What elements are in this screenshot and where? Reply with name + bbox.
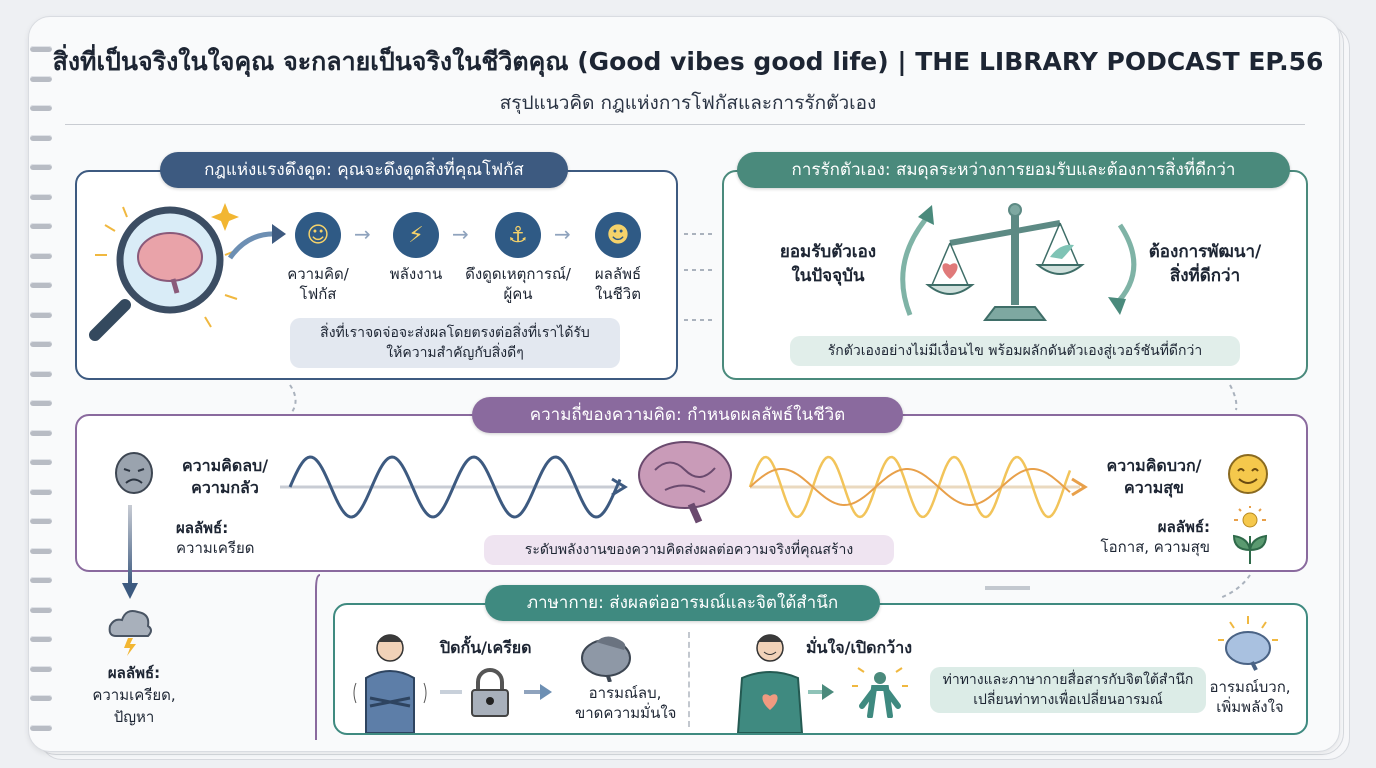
attraction-heading: กฎแห่งแรงดึงดูด: คุณจะดึงดูดสิ่งที่คุณโฟ… [160, 152, 568, 188]
spiral-ring [30, 223, 52, 229]
glowing-brain-icon [1218, 616, 1278, 671]
arrow-icon: → [354, 222, 371, 246]
spiral-ring [30, 429, 52, 436]
spiral-ring [30, 695, 52, 701]
balance-scale-icon [900, 203, 1137, 321]
magnifier-brain-icon [89, 203, 239, 341]
body-language-heading: ภาษากาย: ส่งผลต่ออารมณ์และจิตใต้สำนึก [485, 585, 880, 621]
brain-icon [638, 441, 732, 524]
spiral-ring [30, 636, 52, 642]
spiral-ring [30, 252, 52, 259]
positive-wave-soft [749, 468, 1071, 507]
attraction-note: สิ่งที่เราจดจ่อจะส่งผลโดยตรงต่อสิ่งที่เร… [290, 318, 620, 368]
frequency-waves [280, 455, 1088, 519]
spiral-ring [30, 341, 52, 347]
spiral-ring [30, 370, 52, 377]
spiral-ring [30, 724, 52, 731]
stressed-brain-icon [581, 636, 631, 682]
spiral-ring [30, 134, 52, 141]
closed-label: ปิดกั้น/เครียด [440, 638, 532, 657]
wave-arrowhead [1071, 477, 1088, 497]
spiral-ring [30, 400, 52, 406]
frequency-heading: ความถี่ของความคิด: กำหนดผลลัพธ์ในชีวิต [472, 397, 903, 433]
step-label: ดึงดูดเหตุการณ์/ผู้คน [465, 265, 571, 303]
arrow-icon: → [554, 222, 571, 246]
confident-figure-icon [808, 667, 908, 718]
attraction-note-line2: ให้ความสำคัญกับสิ่งดีๆ [386, 345, 524, 361]
anchor-icon: ⚓ [495, 212, 541, 258]
stress-result-label: ผลลัพธ์:ความเครียด,ปัญหา [92, 664, 176, 726]
open-result-label: อารมณ์บวก,เพิ่มพลังใจ [1209, 678, 1291, 716]
spiral-ring [30, 577, 52, 583]
section-separator [688, 632, 690, 727]
spiral-ring [30, 665, 52, 672]
storm-cloud-icon [108, 610, 152, 656]
sad-face-icon [115, 452, 153, 494]
lock-icon [440, 668, 552, 717]
wave-arrowhead [611, 477, 628, 497]
closed-result-label: อารมณ์ลบ,ขาดความมั่นใจ [575, 684, 677, 722]
head-icon: ☺ [295, 212, 341, 258]
positive-thought-label: ความคิดบวก/ความสุข [1106, 456, 1202, 497]
spiral-ring [30, 606, 52, 613]
spiral-ring [30, 282, 52, 288]
closed-posture-person-icon [353, 634, 427, 733]
step-label: พลังงาน [389, 265, 443, 283]
lightning-icon: ⚡ [393, 212, 439, 258]
body-language-note: ท่าทางและภาษากายสื่อสารกับจิตใต้สำนึกเปล… [930, 667, 1206, 713]
negative-wave [288, 455, 622, 519]
spiral-ring [30, 164, 52, 170]
page-title: สิ่งที่เป็นจริงในใจคุณ จะกลายเป็นจริงในช… [52, 47, 1324, 76]
curved-arrow-icon [228, 224, 286, 260]
spiral-ring [30, 488, 52, 495]
negative-thought-label: ความคิดลบ/ความกลัว [181, 456, 269, 497]
positive-result-label: ผลลัพธ์:โอกาส, ความสุข [1100, 518, 1210, 556]
arrow-icon: → [452, 222, 469, 246]
divider [65, 124, 1305, 125]
positive-wave [748, 455, 1072, 519]
accept-self-label: ยอมรับตัวเองในปัจจุบัน [779, 242, 877, 286]
happy-face-icon [1228, 454, 1268, 494]
want-better-label: ต้องการพัฒนา/สิ่งที่ดีกว่า [1148, 242, 1262, 286]
spiral-ring [30, 518, 52, 524]
spiral-ring [30, 459, 52, 465]
spiral-ring [30, 193, 52, 200]
open-posture-person-icon [736, 634, 804, 733]
self-love-note: รักตัวเองอย่างไม่มีเงื่อนไข พร้อมผลักดัน… [790, 336, 1240, 366]
frequency-note: ระดับพลังงานของความคิดส่งผลต่อความจริงที… [484, 535, 894, 565]
step-label: ความคิด/โฟกัส [287, 265, 349, 303]
negative-result-label: ผลลัพธ์:ความเครียด [176, 519, 255, 557]
self-love-heading: การรักตัวเอง: สมดุลระหว่างการยอมรับและต้… [737, 152, 1290, 188]
down-arrow-icon [122, 505, 138, 599]
page-subtitle: สรุปแนวคิด กฎแห่งการโฟกัสและการรักตัวเอง [499, 92, 877, 114]
spiral-ring [30, 311, 52, 318]
sun-sprout-icon [1232, 506, 1268, 564]
open-label: มั่นใจ/เปิดกว้าง [806, 638, 912, 657]
step-label: ผลลัพธ์ในชีวิต [594, 265, 642, 303]
spiral-ring [30, 547, 52, 554]
hand-smile-icon: ☻ [595, 212, 641, 258]
spiral-ring [30, 75, 52, 82]
spiral-ring [30, 46, 52, 52]
attraction-note-line1: สิ่งที่เราจดจ่อจะส่งผลโดยตรงต่อสิ่งที่เร… [320, 325, 590, 341]
spiral-ring [30, 105, 52, 111]
